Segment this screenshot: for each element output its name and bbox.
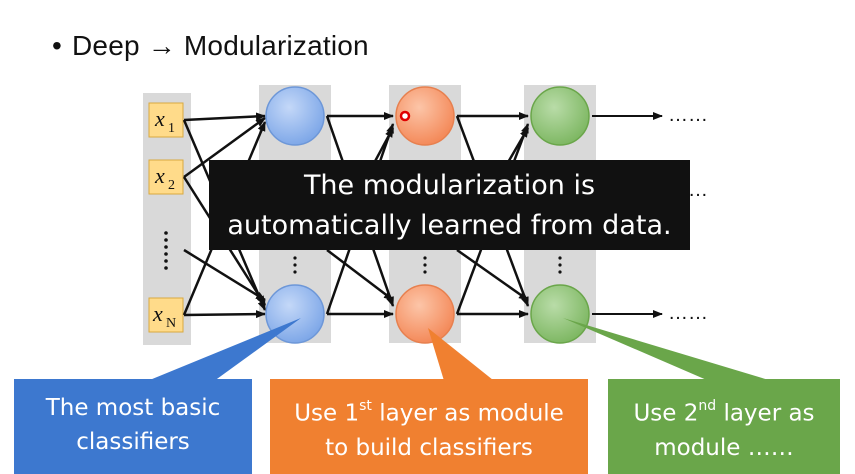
neuron-layer3-top bbox=[530, 86, 590, 146]
neuron-layer2-top bbox=[395, 86, 455, 146]
bullet: • bbox=[52, 30, 63, 61]
input-xN-sub: N bbox=[166, 316, 176, 331]
cursor-pointer-icon bbox=[399, 110, 411, 122]
green-callout-line2: module …… bbox=[654, 434, 794, 461]
layer-vertical-dots bbox=[293, 256, 562, 274]
blue-callout-pointer bbox=[140, 318, 301, 384]
orange-callout-line2: to build classifiers bbox=[325, 434, 533, 461]
input-xN-var: x bbox=[152, 301, 163, 326]
callout-first-layer-module: Use 1st layer as module to build classif… bbox=[270, 379, 588, 474]
output-arrows bbox=[592, 112, 663, 318]
input-x2-sub: 2 bbox=[168, 178, 175, 193]
neuron-layer1-top bbox=[265, 86, 325, 146]
orange-callout-pointer bbox=[428, 328, 498, 384]
blue-callout-line1: The most basic bbox=[45, 395, 221, 421]
slide-title: • Deep → Modularization bbox=[52, 30, 369, 62]
caption-overlay: The modularization is automatically lear… bbox=[209, 160, 690, 250]
callout-basic-classifiers: The most basic classifiers bbox=[14, 379, 252, 474]
input-vertical-dots bbox=[164, 231, 168, 270]
callout-second-layer-module: Use 2nd layer as module …… bbox=[608, 379, 840, 474]
input-x2-var: x bbox=[154, 163, 165, 188]
output-dots-bottom: …… bbox=[668, 302, 708, 324]
green-callout-line1: Use 2nd layer as bbox=[633, 398, 815, 427]
input-xN: x N bbox=[148, 297, 184, 333]
input-x1-sub: 1 bbox=[168, 121, 175, 136]
orange-callout-line1: Use 1st layer as module bbox=[294, 398, 564, 427]
input-x1-var: x bbox=[154, 106, 165, 131]
neuron-layer3-bottom bbox=[530, 284, 590, 344]
caption-line2: automatically learned from data. bbox=[227, 210, 672, 241]
blue-callout-line2: classifiers bbox=[76, 429, 190, 455]
input-x2: x 2 bbox=[148, 159, 184, 195]
caption-line1: The modularization is bbox=[303, 170, 596, 201]
title-text: Deep → Modularization bbox=[72, 30, 369, 61]
green-callout-pointer bbox=[563, 318, 782, 384]
input-x1: x 1 bbox=[148, 102, 184, 138]
output-dots-top: …… bbox=[668, 104, 708, 126]
neuron-layer2-bottom bbox=[395, 284, 455, 344]
